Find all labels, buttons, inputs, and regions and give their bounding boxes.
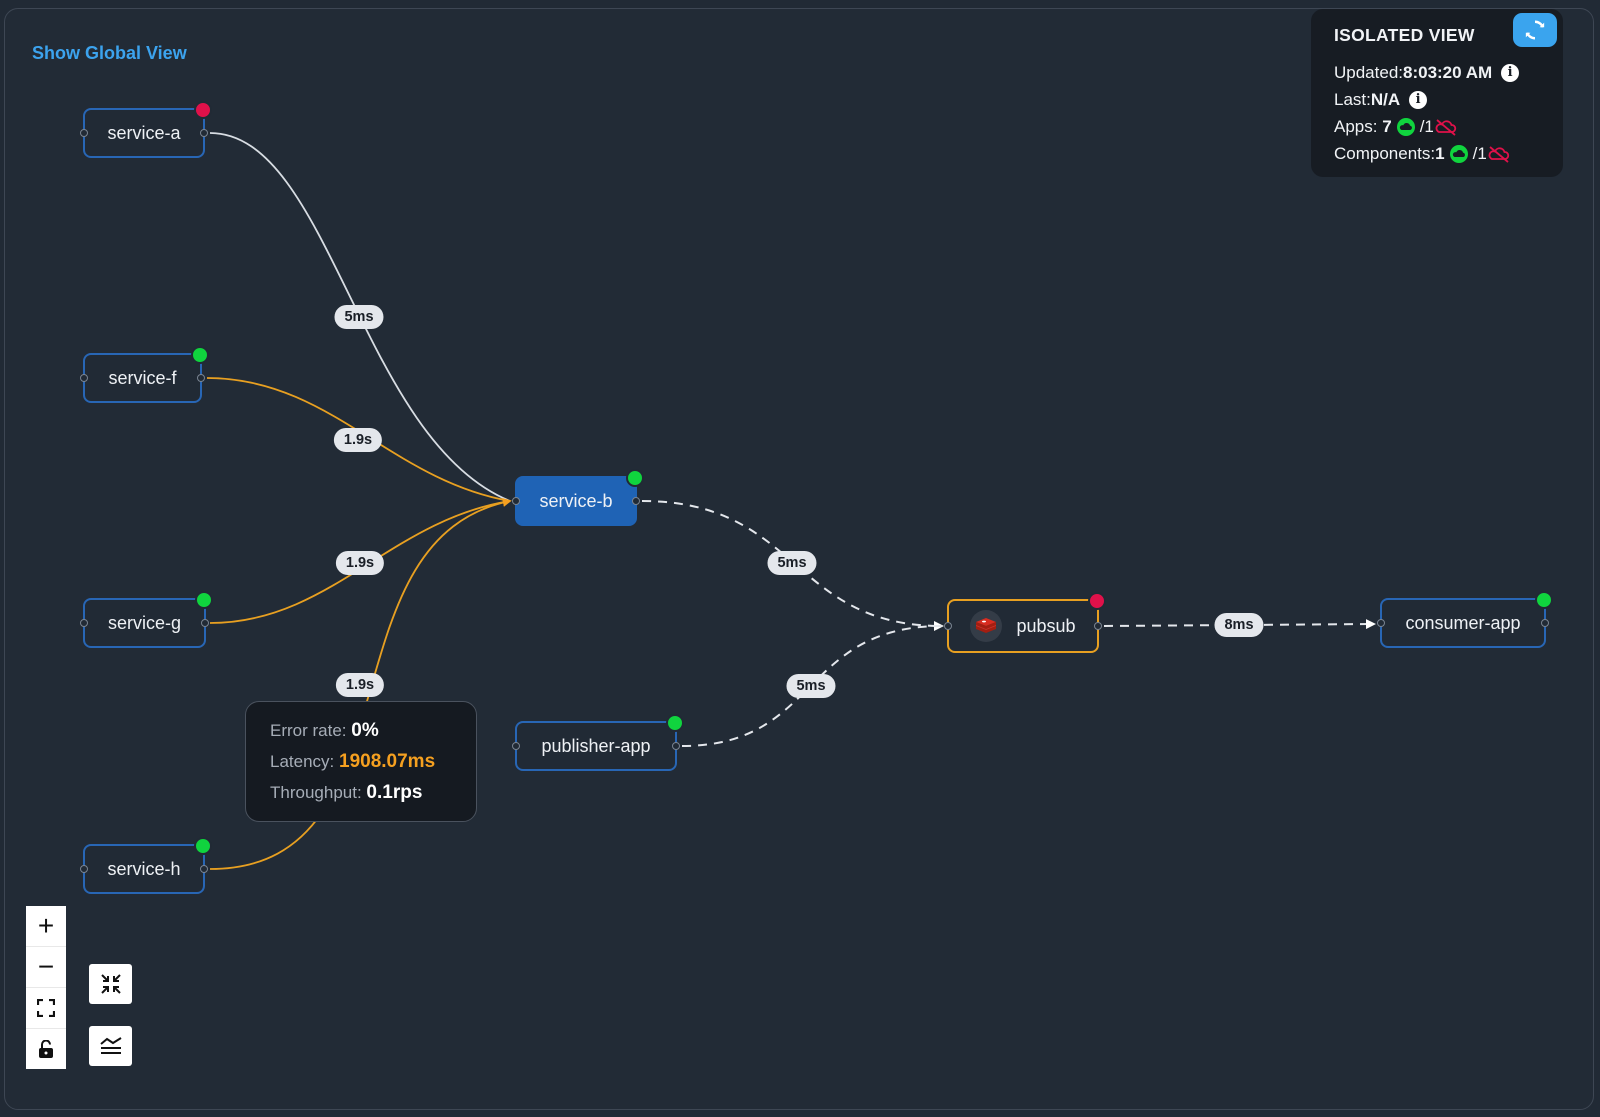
status-panel: ISOLATED VIEW Updated: 8:03:20 AM i Last… [1311, 9, 1563, 177]
redis-icon [970, 610, 1003, 642]
zoom-out-button[interactable]: − [26, 947, 66, 988]
node-service-a[interactable]: service-a [80, 101, 212, 158]
edge-metrics-tooltip: Error rate: 0% Latency: 1908.07ms Throug… [245, 701, 477, 822]
handle-right[interactable] [197, 373, 205, 382]
refresh-button[interactable] [1513, 13, 1557, 47]
fit-view-button[interactable] [26, 988, 66, 1029]
info-icon[interactable]: i [1501, 63, 1520, 82]
node-label: service-h [107, 858, 181, 879]
cloud-healthy-icon [1449, 144, 1468, 163]
status-dot-unhealthy [1088, 592, 1106, 610]
layout-button[interactable] [89, 1026, 132, 1066]
node-label: service-f [108, 367, 177, 388]
node-label: service-b [539, 490, 613, 511]
handle-right[interactable] [1541, 618, 1549, 627]
status-dot-unhealthy [194, 101, 212, 119]
last-value: N/A [1370, 89, 1401, 109]
node-service-g[interactable]: service-g [80, 591, 213, 648]
components-unhealthy-count: /1 [1472, 143, 1487, 163]
edge-label[interactable]: 1.9s [335, 673, 385, 697]
handle-right[interactable] [632, 496, 640, 505]
throughput-value: 0.1rps [366, 782, 423, 803]
info-icon[interactable]: i [1409, 90, 1428, 109]
latency-value: 1908.07ms [339, 751, 436, 772]
cloud-offline-icon [1435, 118, 1457, 136]
unlock-icon [39, 1040, 53, 1058]
plus-icon: + [37, 910, 55, 941]
collapse-icon [100, 974, 121, 994]
edge-label[interactable]: 1.9s [333, 428, 383, 452]
node-pubsub[interactable]: pubsub [944, 592, 1106, 653]
cloud-healthy-icon [1396, 117, 1415, 136]
status-dot-healthy [195, 591, 213, 609]
handle-right[interactable] [672, 741, 680, 750]
status-dot-healthy [666, 714, 684, 732]
lock-toggle-button[interactable] [26, 1029, 66, 1069]
apps-label: Apps: [1334, 116, 1378, 136]
error-rate-row: Error rate: 0% [270, 720, 476, 751]
node-label: service-g [107, 612, 182, 633]
edge-service-a-service-b[interactable] [209, 132, 511, 502]
node-label: publisher-app [541, 735, 651, 756]
last-label: Last: [1334, 89, 1371, 109]
collapse-button[interactable] [89, 964, 132, 1004]
handle-left[interactable] [512, 496, 520, 505]
edge-label[interactable]: 5ms [767, 551, 817, 575]
last-row: Last: N/A i [1334, 86, 1563, 113]
node-publisher-app[interactable]: publisher-app [512, 714, 684, 771]
edge-service-b-pubsub[interactable] [641, 500, 944, 631]
show-global-view-link[interactable]: Show Global View [32, 43, 187, 63]
fit-view-icon [37, 999, 55, 1017]
node-label: service-a [107, 122, 181, 143]
error-rate-value: 0% [351, 720, 379, 741]
apps-row: Apps: 7 /1 [1334, 113, 1563, 140]
handle-left[interactable] [80, 864, 88, 873]
updated-label: Updated: [1334, 62, 1403, 82]
layout-icon [99, 1037, 122, 1054]
throughput-row: Throughput: 0.1rps [270, 782, 476, 813]
node-service-f[interactable]: service-f [80, 346, 209, 403]
handle-left[interactable] [80, 618, 88, 627]
apps-unhealthy-count: /1 [1419, 116, 1434, 136]
edge-label[interactable]: 1.9s [335, 551, 385, 575]
node-service-h[interactable]: service-h [80, 837, 212, 894]
status-dot-healthy [626, 469, 644, 487]
components-label: Components: [1334, 143, 1436, 163]
throughput-label: Throughput: [270, 783, 362, 802]
apps-healthy-count: 7 [1382, 116, 1392, 136]
handle-left[interactable] [1377, 618, 1385, 627]
zoom-in-button[interactable]: + [26, 906, 66, 947]
handle-left[interactable] [944, 621, 952, 630]
status-dot-healthy [1535, 591, 1553, 609]
handle-left[interactable] [512, 741, 520, 750]
handle-right[interactable] [200, 864, 208, 873]
handle-left[interactable] [80, 373, 88, 382]
status-dot-healthy [191, 346, 209, 364]
cloud-offline-icon [1488, 145, 1509, 163]
components-healthy-count: 1 [1435, 143, 1445, 163]
latency-label: Latency: [270, 752, 335, 771]
error-rate-label: Error rate: [270, 721, 347, 740]
handle-right[interactable] [1094, 621, 1102, 630]
status-dot-healthy [194, 837, 212, 855]
latency-row: Latency: 1908.07ms [270, 751, 476, 782]
updated-value: 8:03:20 AM [1403, 62, 1493, 82]
handle-right[interactable] [200, 128, 208, 137]
node-service-b[interactable]: service-b [512, 469, 644, 526]
handle-right[interactable] [201, 618, 209, 627]
edge-label[interactable]: 8ms [1214, 613, 1264, 637]
node-label: pubsub [1016, 615, 1076, 636]
edge-label[interactable]: 5ms [334, 305, 384, 329]
node-consumer-app[interactable]: consumer-app [1377, 591, 1553, 648]
node-label: consumer-app [1405, 612, 1521, 633]
components-row: Components:1 /1 [1334, 140, 1563, 167]
updated-row: Updated: 8:03:20 AM i [1334, 59, 1563, 86]
minus-icon: − [37, 951, 55, 982]
zoom-controls: + − [26, 906, 66, 1069]
panel-title: ISOLATED VIEW [1334, 25, 1475, 45]
edge-service-h-service-b[interactable] [209, 498, 512, 870]
handle-left[interactable] [80, 128, 88, 137]
refresh-icon [1525, 20, 1545, 40]
edge-label[interactable]: 5ms [786, 674, 836, 698]
